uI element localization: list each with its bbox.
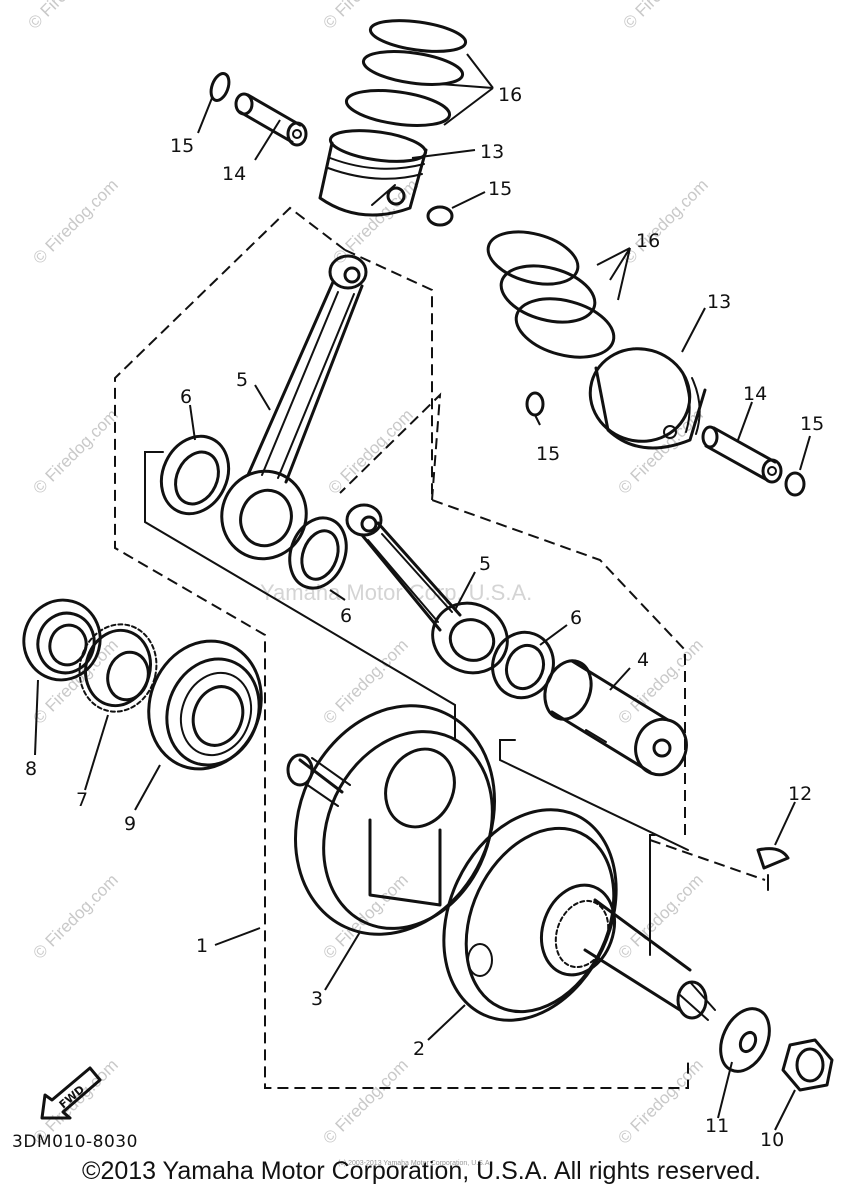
callout-15b: 15 — [488, 178, 512, 200]
watermark: © Firedog.com — [24, 0, 116, 33]
connecting-rod-lower — [345, 503, 509, 675]
watermark: © Firedog.com — [319, 0, 411, 33]
offset-brackets — [144, 451, 769, 956]
callout-6a: 6 — [180, 386, 192, 408]
callout-15a: 15 — [170, 135, 194, 157]
woodruff-key — [756, 847, 790, 870]
callout-1: 1 — [196, 935, 208, 957]
callout-5b: 5 — [479, 553, 491, 575]
watermark: © Firedog.com — [329, 175, 421, 267]
callout-16a: 16 — [498, 84, 522, 106]
assembly-outline — [114, 206, 766, 1089]
callout-6c: 6 — [570, 607, 582, 629]
crank-web-right — [442, 808, 716, 1022]
drawing-code: 3DM010-8030 — [12, 1132, 138, 1152]
watermark: © Firedog.com — [614, 1055, 706, 1147]
piston-pin-upper — [234, 92, 308, 147]
callout-5a: 5 — [236, 369, 248, 391]
leader-lines — [34, 53, 811, 1131]
watermark: © Firedog.com — [319, 1055, 411, 1147]
watermark-fine-print: (c) 2003-2013 Yamaha Motor Corporation, … — [338, 1160, 491, 1167]
circlip-upper-left — [209, 72, 231, 102]
circlip-lower-left — [525, 391, 545, 417]
watermark: © Firedog.com — [619, 0, 711, 33]
watermark: © Firedog.com — [619, 175, 711, 267]
callout-13a: 13 — [480, 141, 504, 163]
callout-2: 2 — [413, 1038, 425, 1060]
watermark: © Firedog.com — [29, 870, 121, 962]
connecting-rod-upper — [220, 254, 368, 561]
watermark: © Firedog.com — [29, 175, 121, 267]
big-end-bearing-1 — [159, 434, 231, 516]
crank-pin — [543, 659, 688, 777]
oil-seal — [22, 598, 102, 682]
circlip-upper-right — [426, 205, 454, 227]
callout-16b: 16 — [636, 230, 660, 252]
piston-upper — [318, 129, 428, 217]
watermark: © Firedog.com — [319, 635, 411, 727]
callout-12: 12 — [788, 783, 812, 805]
watermark: © Firedog.com — [29, 405, 121, 497]
crank-web-left — [286, 704, 496, 936]
primary-gear — [78, 623, 158, 713]
callout-3: 3 — [311, 988, 323, 1010]
callout-14a: 14 — [222, 163, 246, 185]
copyright-footer: ©2013 Yamaha Motor Corporation, U.S.A. A… — [82, 1157, 761, 1185]
watermark: © Firedog.com — [319, 870, 411, 962]
callout-6b: 6 — [340, 605, 352, 627]
piston-rings-upper — [344, 19, 468, 127]
callout-4: 4 — [637, 649, 649, 671]
callout-15c: 15 — [536, 443, 560, 465]
callout-9: 9 — [124, 813, 136, 835]
big-end-bearing-2 — [288, 516, 348, 590]
piston-pin-lower — [701, 425, 783, 484]
callout-numbers: 1 2 3 4 5 5 6 6 6 7 8 9 10 11 12 13 13 1… — [25, 84, 824, 1151]
callout-11: 11 — [705, 1115, 729, 1137]
nut — [781, 1038, 834, 1092]
circlip-lower-right — [784, 471, 806, 497]
washer — [719, 1007, 771, 1073]
piston-lower — [588, 347, 707, 450]
callout-7: 7 — [76, 789, 88, 811]
callout-15d: 15 — [800, 413, 824, 435]
watermark: © Firedog.com — [324, 405, 416, 497]
callout-10: 10 — [760, 1129, 784, 1151]
watermark: © Firedog.com — [614, 405, 706, 497]
piston-rings-lower — [486, 230, 616, 359]
main-bearing — [147, 639, 263, 771]
callout-14b: 14 — [743, 383, 767, 405]
watermark-center: Yamaha Motor Corp. U.S.A. — [260, 580, 532, 605]
callout-13b: 13 — [707, 291, 731, 313]
watermark-layer: © Firedog.com © Firedog.com © Firedog.co… — [24, 0, 711, 1148]
callout-8: 8 — [25, 758, 37, 780]
